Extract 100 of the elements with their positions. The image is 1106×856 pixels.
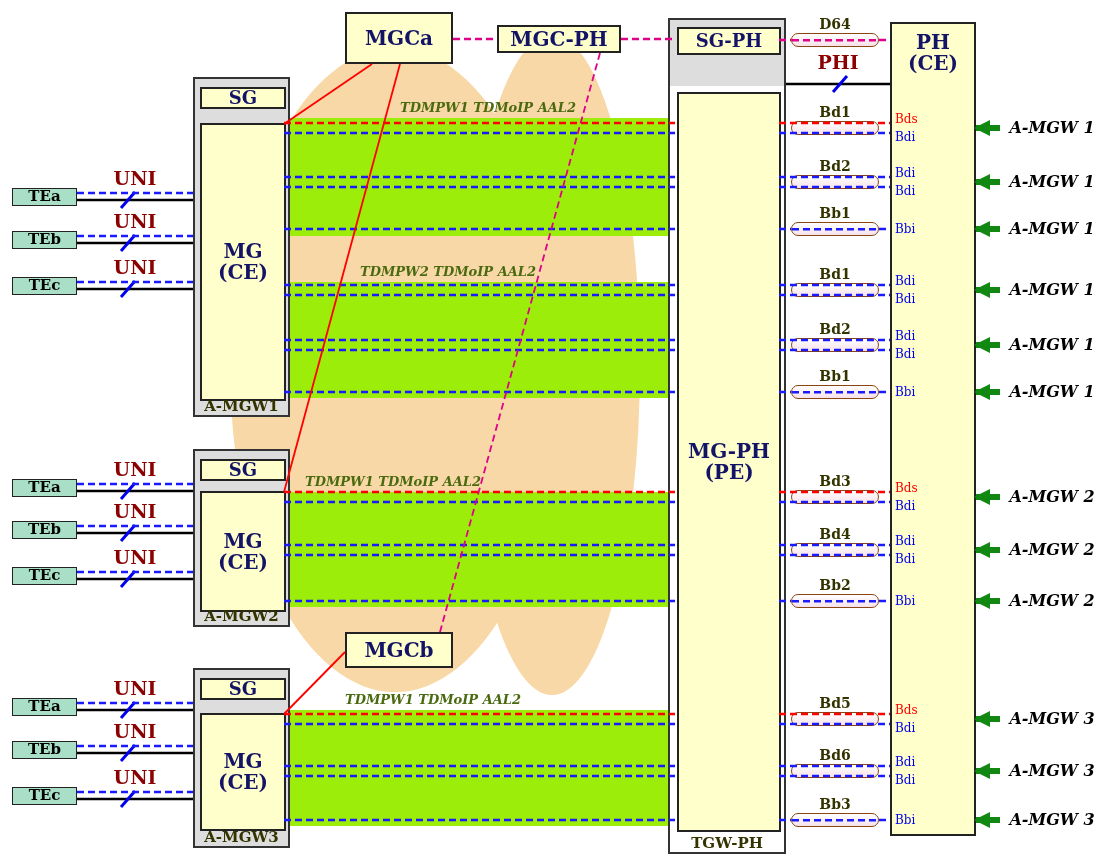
- connector-line: [786, 82, 890, 86]
- dashed-line: [284, 227, 675, 231]
- dashed-line: [779, 543, 890, 547]
- edge-label: UNI: [112, 167, 158, 189]
- box-label: MG (CE): [216, 241, 270, 283]
- pipe-label: Bd6: [818, 748, 852, 763]
- terminal-box: [12, 521, 77, 539]
- arrow: [974, 593, 1000, 609]
- dashed-line: [284, 121, 675, 125]
- band-label: TDMPW1 TDMoIP AAL2: [305, 474, 482, 490]
- controller-box: [345, 632, 453, 668]
- box-label: MG (CE): [216, 751, 270, 793]
- dashed-line: [284, 348, 675, 352]
- dashed-line: [284, 774, 675, 778]
- arrow: [974, 542, 1000, 558]
- line-end-label: Bbi: [895, 384, 916, 400]
- terminal-box: [12, 277, 77, 295]
- source-label: A-MGW 2: [1009, 488, 1095, 506]
- dashed-line: [77, 191, 193, 195]
- arrow: [974, 221, 1000, 237]
- arrow: [974, 489, 1000, 505]
- dashed-line: [284, 712, 675, 716]
- line-end-label: Bbi: [895, 221, 916, 237]
- arrow: [974, 711, 1000, 727]
- box-label: TEa: [28, 189, 61, 205]
- line-end-label: Bdi: [895, 328, 916, 344]
- dashed-line: [779, 764, 890, 768]
- source-label: A-MGW 1: [1009, 119, 1095, 137]
- edge-label: UNI: [112, 546, 158, 568]
- dashed-line: [77, 482, 193, 486]
- frame-label: A-MGW2: [204, 609, 279, 625]
- dashed-line: [779, 121, 890, 125]
- edge-label: UNI: [112, 677, 158, 699]
- dashed-line: [77, 234, 193, 238]
- pipe-label: Bb1: [818, 369, 852, 384]
- source-label: A-MGW 1: [1009, 220, 1095, 238]
- terminal-box: [12, 567, 77, 585]
- pipe-label: Bd4: [818, 527, 852, 542]
- signalling-gateway-box: [200, 459, 286, 481]
- dashed-line: [779, 818, 791, 822]
- source-label: A-MGW 2: [1009, 592, 1095, 610]
- connector-line: [283, 63, 373, 125]
- pipe-label: Bd1: [818, 267, 852, 282]
- line-end-label: Bds: [895, 111, 918, 127]
- connector-line: [77, 797, 193, 801]
- box-label: MGCb: [364, 639, 434, 661]
- gateway-frame: [193, 668, 290, 848]
- box-label: SG: [228, 88, 258, 108]
- dashed-line: [779, 490, 890, 494]
- pipe-label: D64: [818, 17, 852, 32]
- connector-line: [283, 63, 401, 493]
- band-label: TDMPW1 TDMoIP AAL2: [345, 692, 522, 708]
- line-end-label: Bdi: [895, 129, 916, 145]
- dashed-line: [284, 131, 675, 135]
- box-label: MG-PH (PE): [687, 441, 771, 483]
- box-label: MG (CE): [216, 530, 270, 573]
- box-label: TEc: [28, 568, 61, 584]
- line-end-label: Bdi: [895, 273, 916, 289]
- arrow: [974, 120, 1000, 136]
- dashed-line: [284, 553, 675, 557]
- pipe-label: Bd3: [818, 474, 852, 489]
- arrow: [974, 174, 1000, 190]
- dashed-line: [779, 283, 890, 287]
- pipe-label: Bd1: [818, 105, 852, 120]
- arrow: [974, 337, 1000, 353]
- dashed-line: [779, 293, 890, 297]
- dashed-line: [284, 599, 675, 603]
- source-label: A-MGW 1: [1009, 383, 1095, 401]
- dashed-line: [779, 599, 791, 603]
- box-label: TEa: [28, 480, 61, 496]
- terminal-box: [12, 698, 77, 716]
- source-label: A-MGW 3: [1009, 811, 1095, 829]
- dashed-line: [77, 790, 193, 794]
- dashed-line: [284, 175, 675, 179]
- dashed-line: [77, 524, 193, 528]
- line-end-label: Bdi: [895, 754, 916, 770]
- dashed-line: [621, 37, 675, 41]
- gateway-frame: [193, 449, 290, 627]
- box-label: TEb: [27, 522, 62, 538]
- gateway-box: [200, 123, 286, 401]
- pipe-label: Bb3: [818, 797, 852, 812]
- dashed-line: [77, 280, 193, 284]
- terminal-box: [12, 231, 77, 249]
- band-label: TDMPW2 TDMoIP AAL2: [360, 264, 537, 280]
- dashed-line: [284, 283, 675, 287]
- dashed-line: [439, 52, 601, 633]
- dashed-line: [284, 293, 675, 297]
- dashed-line: [779, 722, 890, 726]
- dashed-line: [779, 175, 890, 179]
- dashed-line: [284, 490, 675, 494]
- terminal-box: [12, 479, 77, 497]
- line-end-label: Bbi: [895, 593, 916, 609]
- box-label: TEa: [28, 699, 61, 715]
- box-label: TEc: [28, 788, 61, 804]
- dashed-line: [779, 348, 890, 352]
- gateway-box: [200, 491, 286, 612]
- source-label: A-MGW 2: [1009, 541, 1095, 559]
- gateway-box: [677, 92, 781, 832]
- source-label: A-MGW 1: [1009, 281, 1095, 299]
- terminal-box: [12, 188, 77, 206]
